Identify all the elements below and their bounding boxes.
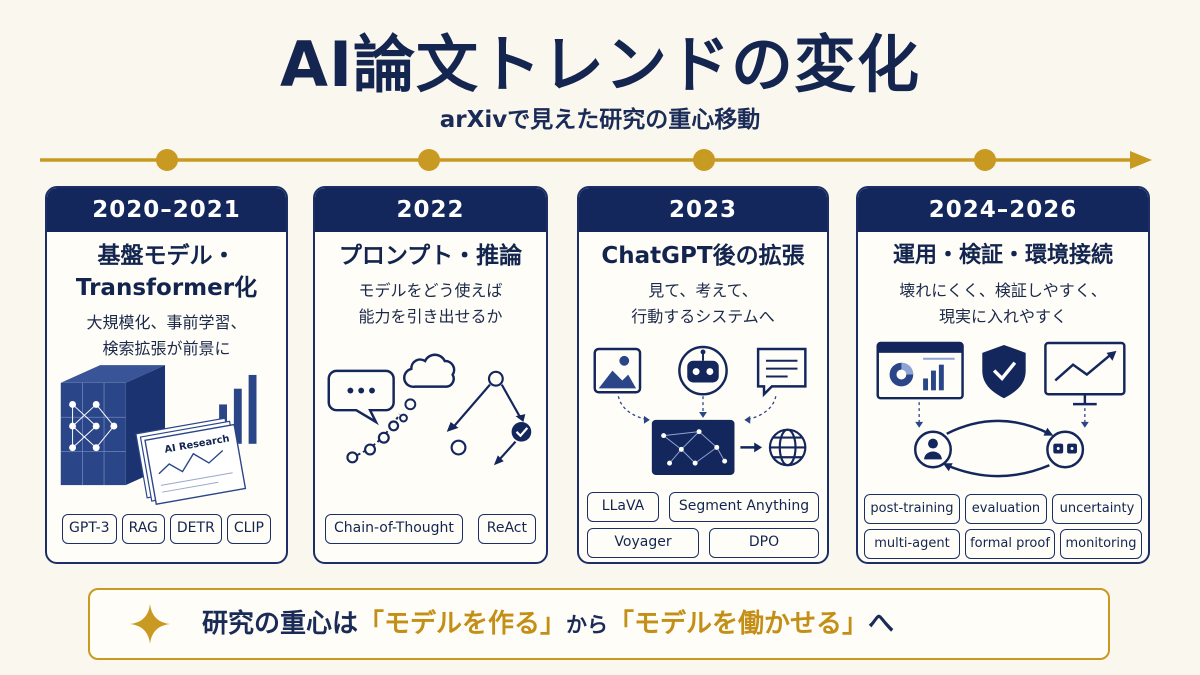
user-icon — [913, 430, 952, 469]
tag: evaluation — [965, 494, 1047, 524]
tag: DETR — [169, 514, 222, 544]
neural-network-icon — [651, 419, 735, 475]
timeline-dot — [156, 149, 178, 171]
card-description: 壊れにくく、検証しやすく、 現実に入れやすく — [899, 281, 1107, 326]
summary-banner: 研究の重心は「モデルを作る」から「モデルを働かせる」へ — [88, 588, 1110, 660]
card-2023: 2023 ChatGPT後の拡張 見て、考えて、 行動するシステムへ — [577, 186, 829, 564]
tag: LLaVA — [587, 492, 659, 522]
card-period: 2020–2021 — [47, 188, 286, 232]
tag-list: GPT-3 RAG DETR CLIP — [53, 514, 280, 544]
page-subtitle: arXivで見えた研究の重心移動 — [439, 107, 761, 133]
card-title: 運用・検証・環境接続 — [892, 243, 1113, 268]
robot-icon — [678, 345, 728, 396]
tag: post-training — [864, 494, 960, 524]
card-2020-2021: 2020–2021 基盤モデル・ Transformer化 大規模化、事前学習、… — [45, 186, 288, 564]
tag: formal proof — [965, 529, 1055, 559]
tag: Segment Anything — [669, 492, 819, 522]
tag: DPO — [709, 528, 819, 558]
card-description: 見て、考えて、 行動するシステムへ — [631, 281, 775, 326]
card-title: 基盤モデル・ Transformer化 — [75, 243, 258, 301]
document-chat-icon — [756, 347, 807, 398]
tag: ReAct — [477, 514, 536, 544]
timeline-dot — [418, 149, 440, 171]
tag: RAG — [121, 514, 165, 544]
summary-text: 研究の重心は「モデルを作る」から「モデルを働かせる」へ — [202, 609, 895, 639]
sparkle-icon — [130, 604, 170, 644]
page-title: AI論文トレンドの変化 — [279, 28, 921, 101]
card-description: モデルをどう使えば 能力を引き出せるか — [358, 281, 503, 326]
tag-list: LLaVA Segment Anything Voyager DPO — [587, 492, 819, 558]
image-icon — [593, 347, 642, 394]
dashboard-icon — [876, 341, 964, 400]
card-period: 2022 — [315, 188, 546, 232]
tag-list: post-training evaluation uncertainty mul… — [864, 494, 1142, 559]
deployment-evaluation-illustration — [876, 341, 1126, 478]
agents-icon — [1046, 430, 1085, 469]
timeline-dot — [693, 149, 715, 171]
card-description: 大規模化、事前学習、 検索拡張が前景に — [86, 313, 247, 358]
tag: multi-agent — [864, 529, 960, 559]
card-period: 2023 — [579, 188, 827, 232]
tag: Voyager — [587, 528, 699, 558]
timeline-dot — [974, 149, 996, 171]
card-2022: 2022 プロンプト・推論 モデルをどう使えば 能力を引き出せるか Chain-… — [313, 186, 548, 564]
shield-check-icon — [982, 344, 1026, 399]
monitor-chart-icon — [1044, 341, 1126, 406]
timeline — [40, 149, 1152, 171]
card-title: ChatGPT後の拡張 — [601, 243, 805, 269]
card-title: プロンプト・推論 — [338, 243, 523, 269]
globe-icon — [768, 428, 807, 467]
tag: monitoring — [1060, 529, 1142, 559]
model-cube-papers-illustration: AI Research — [60, 365, 257, 505]
card-period: 2024–2026 — [858, 188, 1148, 232]
card-2024-2026: 2024–2026 運用・検証・環境接続 壊れにくく、検証しやすく、 現実に入れ… — [856, 186, 1150, 564]
tag: uncertainty — [1052, 494, 1142, 524]
multimodal-agent-illustration — [593, 345, 807, 475]
tag: Chain-of-Thought — [325, 514, 463, 544]
tag: CLIP — [226, 514, 271, 544]
tag: GPT-3 — [62, 514, 117, 544]
reasoning-flow-illustration — [327, 353, 532, 466]
tag-list: Chain-of-Thought ReAct — [325, 514, 536, 544]
